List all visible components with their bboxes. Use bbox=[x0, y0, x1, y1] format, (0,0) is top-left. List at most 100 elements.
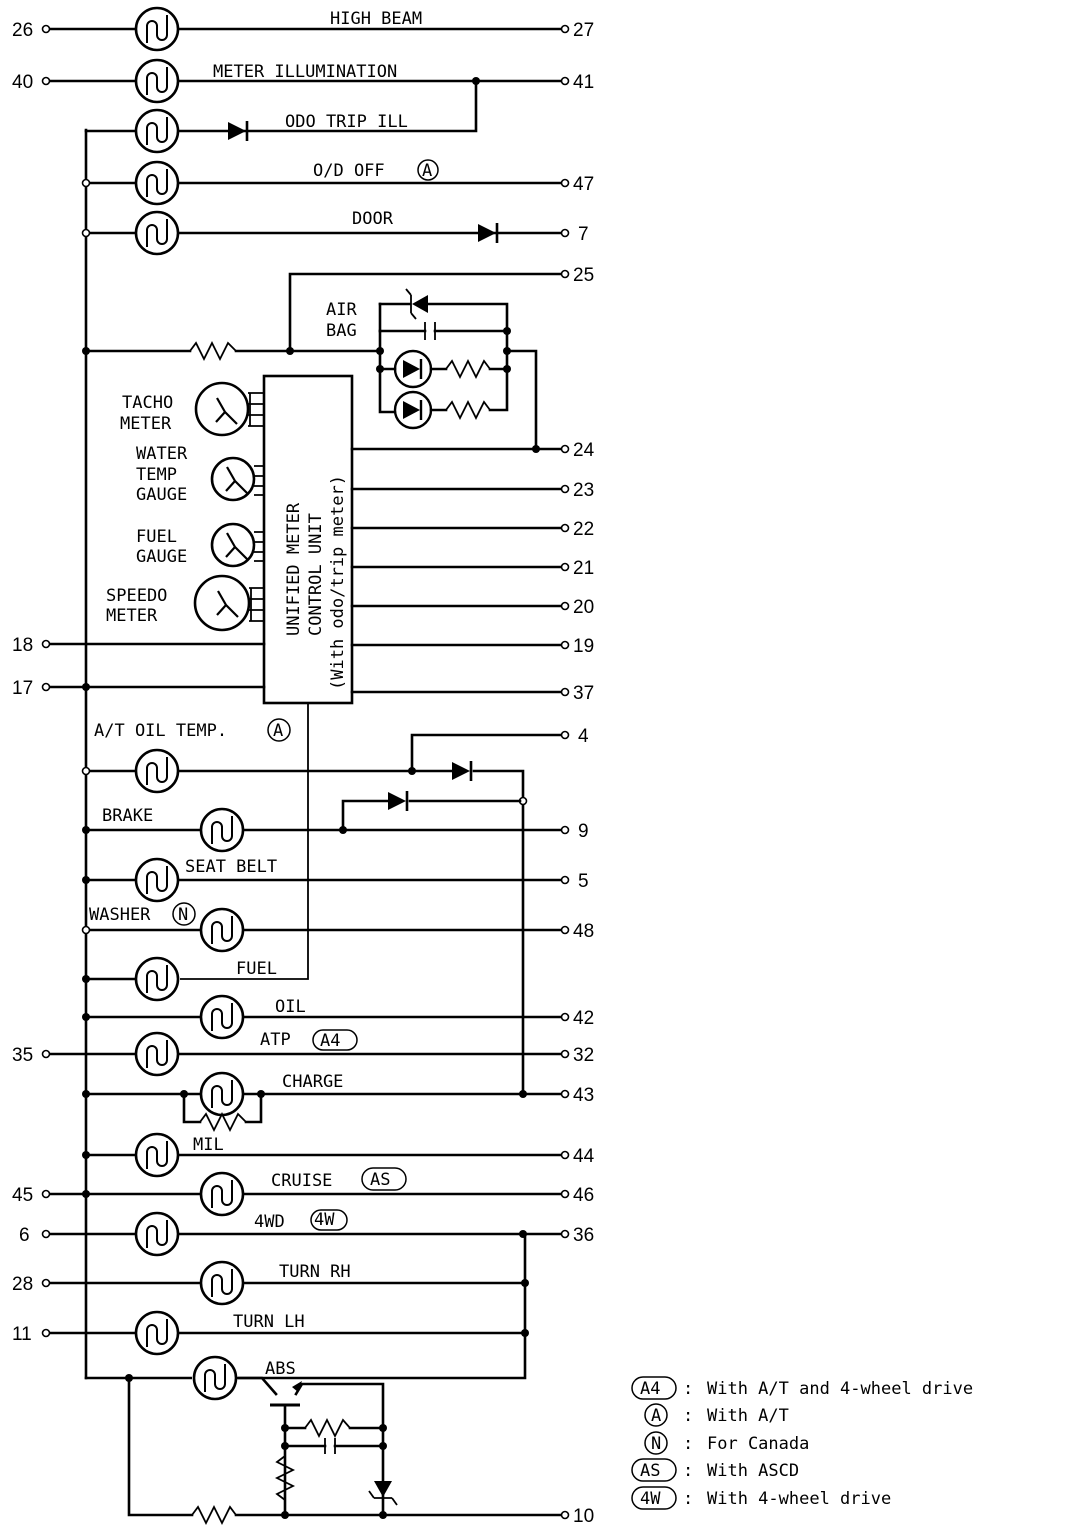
high-beam-bulb-icon bbox=[134, 6, 180, 52]
mil-label: MIL bbox=[193, 1135, 224, 1155]
cruise-circuit: CRUISE AS bbox=[41, 1167, 570, 1217]
meter-illumination-label: METER ILLUMINATION bbox=[213, 62, 397, 82]
air-bag-label-2: BAG bbox=[326, 321, 357, 341]
legend-row-a: A : With A/T bbox=[644, 1403, 789, 1427]
odo-trip-ill-circuit: ODO TRIP ILL bbox=[84, 108, 408, 154]
legend-sep-a: : bbox=[683, 1406, 693, 1426]
legend-badge-4w: 4W bbox=[640, 1489, 661, 1509]
abs-label: ABS bbox=[265, 1359, 296, 1379]
water-label-1: WATER bbox=[136, 444, 188, 464]
pin-42: 42 bbox=[573, 1008, 594, 1029]
pin-28: 28 bbox=[12, 1274, 33, 1295]
legend-badge-n: N bbox=[651, 1434, 661, 1454]
pin-18: 18 bbox=[12, 635, 33, 656]
pin-17: 17 bbox=[12, 678, 33, 699]
pin-9: 9 bbox=[578, 821, 589, 842]
tacho-label-2: METER bbox=[120, 414, 172, 434]
pin-26: 26 bbox=[12, 20, 33, 41]
high-beam-circuit: HIGH BEAM bbox=[41, 6, 570, 52]
charge-label: CHARGE bbox=[282, 1072, 343, 1092]
pin-7: 7 bbox=[578, 224, 589, 245]
atp-circuit: ATP A4 bbox=[41, 1029, 570, 1077]
pin-37: 37 bbox=[573, 683, 594, 704]
oil-bulb-icon bbox=[199, 994, 245, 1040]
atp-badge: A4 bbox=[320, 1031, 340, 1051]
legend-row-4w: 4W : With 4-wheel drive bbox=[631, 1486, 891, 1510]
pin-23: 23 bbox=[573, 480, 594, 501]
seat-belt-label: SEAT BELT bbox=[185, 857, 277, 877]
brake-diode-icon bbox=[386, 789, 409, 813]
legend-text-a4: With A/T and 4-wheel drive bbox=[707, 1379, 973, 1399]
turn-lh-bulb-icon bbox=[134, 1310, 180, 1356]
turn-lh-circuit: TURN LH bbox=[41, 1310, 529, 1356]
fuel-gauge-label-2: GAUGE bbox=[136, 547, 187, 567]
washer-bulb-icon bbox=[199, 907, 245, 953]
at-oil-temp-badge: A bbox=[273, 721, 283, 741]
pin-46: 46 bbox=[573, 1185, 594, 1206]
pin-32: 32 bbox=[573, 1045, 594, 1066]
turn-rh-label: TURN RH bbox=[279, 1262, 351, 1282]
mil-circuit: MIL bbox=[82, 1132, 570, 1178]
seat-belt-circuit: SEAT BELT bbox=[82, 857, 570, 903]
turn-rh-bulb-icon bbox=[199, 1260, 245, 1306]
brake-label: BRAKE bbox=[102, 806, 153, 826]
water-temp-gauge: WATER TEMP GAUGE bbox=[136, 444, 264, 505]
control-unit-line-2: CONTROL UNIT bbox=[306, 513, 326, 636]
od-off-badge: A bbox=[422, 161, 432, 181]
door-label: DOOR bbox=[352, 209, 394, 229]
legend-badge-as: AS bbox=[640, 1461, 660, 1481]
pin-24: 24 bbox=[573, 440, 595, 461]
oil-label: OIL bbox=[275, 997, 306, 1017]
cruise-bulb-icon bbox=[199, 1171, 245, 1217]
meter-illumination-circuit: METER ILLUMINATION bbox=[41, 58, 570, 133]
fourwd-label: 4WD bbox=[254, 1212, 285, 1232]
legend-text-as: With ASCD bbox=[707, 1461, 799, 1481]
air-bag-label-1: AIR bbox=[326, 300, 357, 320]
oil-circuit: OIL bbox=[82, 994, 570, 1040]
pin-5: 5 bbox=[578, 871, 589, 892]
fuel-lamp-bulb-icon bbox=[134, 956, 180, 1002]
door-circuit: DOOR bbox=[81, 209, 570, 256]
pin-44: 44 bbox=[573, 1146, 595, 1167]
legend-sep-4w: : bbox=[683, 1489, 693, 1509]
seat-belt-bulb-icon bbox=[134, 857, 180, 903]
fourwd-bulb-icon bbox=[134, 1211, 180, 1257]
legend-row-a4: A4 : With A/T and 4-wheel drive bbox=[631, 1376, 973, 1400]
at-oil-temp-bulb-icon bbox=[134, 748, 180, 794]
legend: A4 : With A/T and 4-wheel drive A : With… bbox=[631, 1376, 973, 1510]
water-label-3: GAUGE bbox=[136, 485, 187, 505]
abs-circuit: ABS bbox=[125, 1355, 570, 1526]
pin-43: 43 bbox=[573, 1085, 594, 1106]
pin-27: 27 bbox=[573, 20, 594, 41]
fuel-gauge: FUEL GAUGE bbox=[136, 522, 264, 568]
pin-41: 41 bbox=[573, 72, 594, 93]
pin-10: 10 bbox=[573, 1506, 594, 1527]
speedo-meter: SPEEDO METER bbox=[106, 574, 264, 632]
pin-48: 48 bbox=[573, 921, 594, 942]
odo-trip-diode-icon bbox=[226, 119, 249, 143]
pin-47: 47 bbox=[573, 174, 594, 195]
fuel-lamp-label: FUEL bbox=[236, 959, 277, 979]
at-oil-temp-diode-icon bbox=[450, 759, 473, 783]
atp-bulb-icon bbox=[134, 1031, 180, 1077]
pin-45: 45 bbox=[12, 1185, 33, 1206]
pin-19: 19 bbox=[573, 636, 594, 657]
speedo-label-1: SPEEDO bbox=[106, 586, 167, 606]
od-off-circuit: O/D OFF A bbox=[81, 159, 570, 206]
door-diode-icon bbox=[476, 221, 499, 245]
odo-trip-ill-bulb-icon bbox=[134, 108, 180, 154]
washer-label: WASHER bbox=[89, 905, 151, 925]
fuel-gauge-label-1: FUEL bbox=[136, 527, 177, 547]
pin-36: 36 bbox=[573, 1225, 594, 1246]
legend-sep-a4: : bbox=[683, 1379, 693, 1399]
speedo-label-2: METER bbox=[106, 606, 158, 626]
abs-bulb-icon bbox=[192, 1355, 238, 1401]
cruise-badge: AS bbox=[370, 1170, 390, 1190]
legend-badge-a: A bbox=[651, 1406, 661, 1426]
fourwd-badge: 4W bbox=[314, 1210, 335, 1230]
pin-6: 6 bbox=[19, 1225, 30, 1246]
legend-row-n: N : For Canada bbox=[644, 1431, 809, 1455]
fuel-lamp-circuit: FUEL bbox=[82, 956, 277, 1002]
mil-bulb-icon bbox=[134, 1132, 180, 1178]
